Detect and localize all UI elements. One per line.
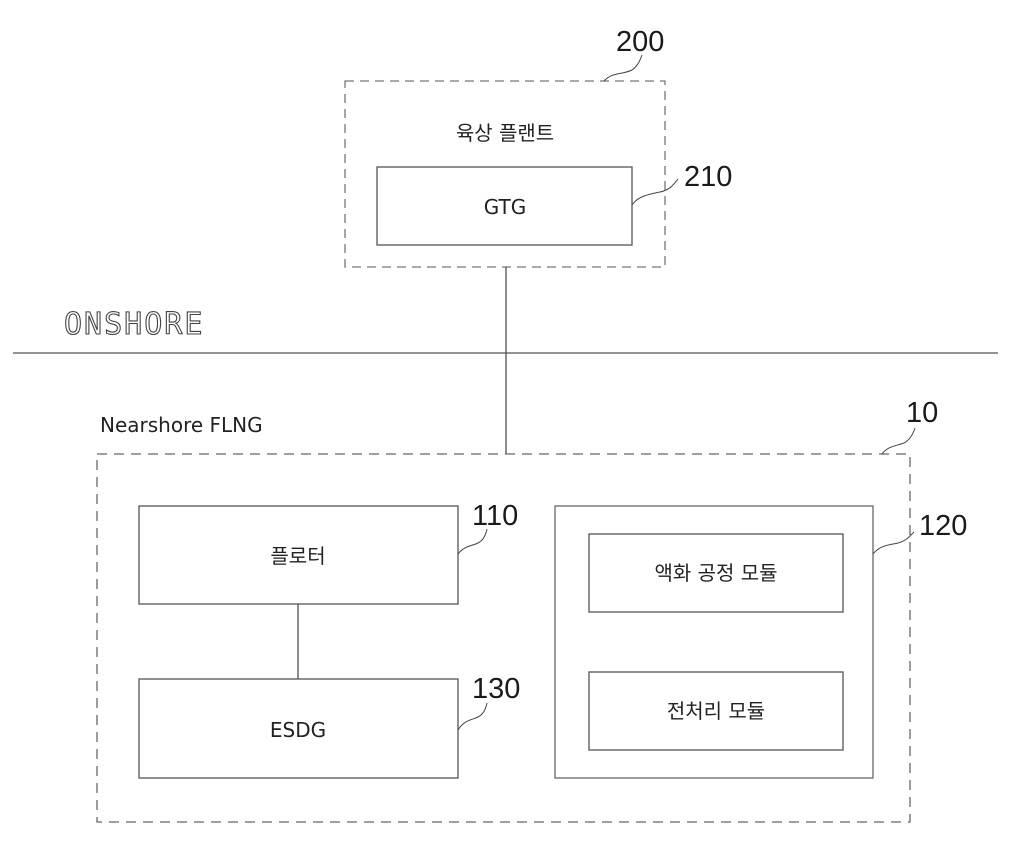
onshore-plant-container [344,80,666,268]
ref-200-label: 200 [616,26,664,58]
ref-10-label: 10 [906,397,938,429]
ref-130-leader [457,702,488,731]
ref-120-label: 120 [919,510,967,542]
gtg-box [376,166,633,246]
ref-110-leader [457,528,488,555]
ref-10-leader [881,427,916,455]
ref-120-leader [872,531,915,555]
liquefaction-module-box [588,533,844,613]
nearshore-flng-label: Nearshore FLNG [100,413,263,437]
gtg-label: GTG [484,195,527,219]
onshore-plant-title: 육상 플랜트 [456,121,554,145]
flng-container [96,453,911,823]
onshore-label: ONSHORE [64,307,204,342]
ref-210-leader [631,178,679,206]
ref-200-leader [603,54,643,82]
ref-130-label: 130 [472,673,520,705]
liquefaction-module-label: 액화 공정 모듈 [654,561,777,585]
pretreatment-module-label: 전처리 모듈 [667,699,765,723]
pretreatment-module-box [588,671,844,751]
ref-210-label: 210 [684,161,732,193]
floater-box [138,505,459,605]
esdg-box [138,678,459,779]
floater-label: 플로터 [270,544,325,568]
esdg-label: ESDG [270,718,326,742]
ref-110-label: 110 [472,500,518,532]
